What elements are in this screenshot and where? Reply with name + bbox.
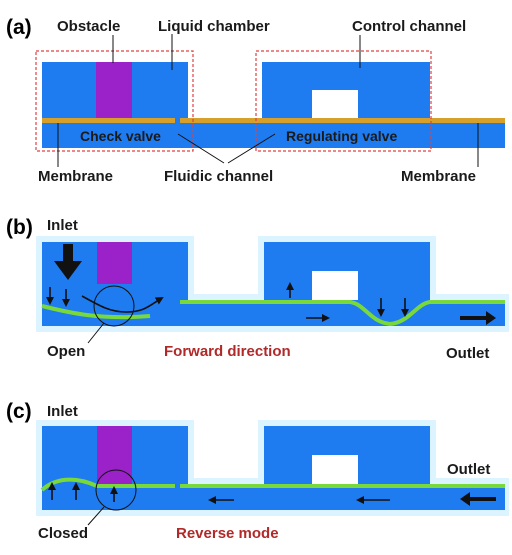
membrane-left-segment [42, 118, 175, 123]
membrane-center-c [180, 484, 264, 488]
outlet-arrow-large [460, 311, 496, 325]
panel-a-tag: (a) [6, 16, 32, 39]
label-control-channel: Control channel [352, 18, 466, 35]
membrane-check-valve-closed [40, 477, 175, 492]
label-obstacle: Obstacle [57, 18, 120, 35]
label-open: Open [47, 343, 85, 360]
control-chamber-cavity [312, 90, 358, 120]
panel-b-tag: (b) [6, 216, 33, 239]
inlet-arrow-large-reverse [460, 492, 496, 506]
panel-a-fluid-body [42, 62, 505, 148]
membrane-right-c [264, 484, 505, 488]
label-outlet-b: Outlet [446, 345, 489, 362]
inlet-arrow-large [54, 244, 82, 280]
membrane-right-segment [262, 118, 505, 123]
membrane-check-valve-open [41, 304, 151, 320]
control-chamber-cavity-b [312, 271, 358, 300]
membrane-center-b [180, 300, 264, 304]
label-forward-direction: Forward direction [164, 343, 291, 360]
label-outlet-c: Outlet [447, 461, 490, 478]
panel-b-fluid-body [42, 242, 505, 326]
label-liquid-chamber: Liquid chamber [158, 18, 270, 35]
open-valve-marker [93, 285, 135, 327]
arrow-curved-flow [81, 295, 164, 313]
leader-fluidic-channel-1 [177, 133, 225, 164]
control-chamber-cavity-c [312, 455, 358, 484]
obstacle-block [96, 62, 132, 120]
regulating-valve-dashed-box [255, 50, 432, 152]
closed-valve-marker [95, 469, 137, 511]
label-closed: Closed [38, 525, 88, 542]
panel-a: (a) Obstacle Liquid chamber Control chan… [6, 16, 505, 185]
label-check-valve: Check valve [80, 128, 161, 144]
check-valve-dashed-box [35, 50, 194, 152]
leader-closed [87, 506, 105, 526]
membrane-center-segment [180, 118, 262, 123]
label-inlet-b: Inlet [47, 217, 78, 234]
membrane-regulating-valve-deflected [264, 300, 505, 327]
panel-b: (b) Inlet Open Forward direction Outlet [6, 216, 509, 362]
obstacle-block-b [97, 242, 132, 284]
panel-c-fluid-body [42, 426, 505, 510]
leader-open [87, 322, 105, 344]
leader-fluidic-channel-2 [227, 133, 276, 164]
panel-c-tag: (c) [6, 400, 32, 423]
label-fluidic-channel: Fluidic channel [164, 168, 273, 185]
label-inlet-c: Inlet [47, 403, 78, 420]
label-reverse-mode: Reverse mode [176, 525, 279, 542]
label-regulating-valve: Regulating valve [286, 128, 397, 144]
label-membrane-right: Membrane [401, 168, 476, 185]
panel-c: (c) Inlet Outlet Closed Reverse mode [6, 400, 509, 542]
label-membrane-left: Membrane [38, 168, 113, 185]
